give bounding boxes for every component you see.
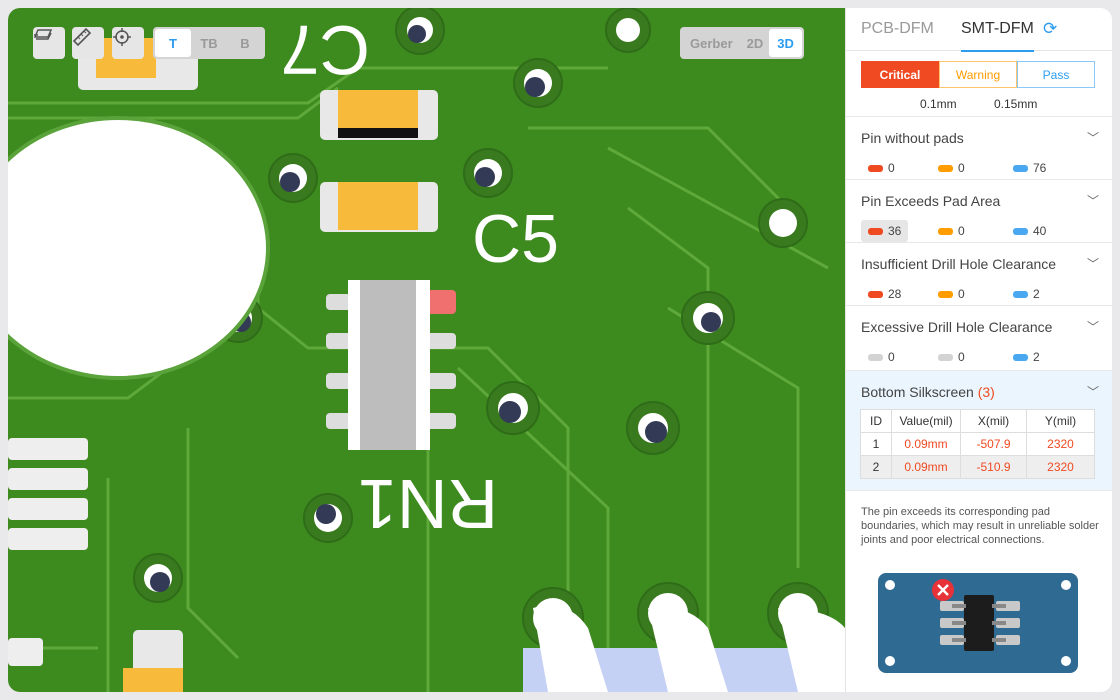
cell-value: 0.09mm: [891, 432, 961, 456]
critical-count: 28: [888, 287, 902, 301]
layers-button[interactable]: [33, 27, 65, 59]
view-3d[interactable]: 3D: [769, 29, 802, 57]
section-title: Pin Exceeds Pad Area: [861, 193, 1001, 209]
pass-filter[interactable]: Pass: [1017, 61, 1095, 88]
critical-count: 0: [888, 350, 895, 364]
dfm-panel: PCB-DFM SMT-DFM ⟳ Critical Warning Pass …: [845, 8, 1112, 692]
cell-id: 1: [860, 432, 892, 456]
section-title: Pin without pads: [861, 130, 964, 146]
critical-filter[interactable]: Critical: [861, 61, 939, 88]
chevron-down-icon[interactable]: ﹀: [1086, 194, 1099, 208]
issue-description: The pin exceeds its corresponding pad bo…: [861, 506, 1099, 546]
section-title: Insufficient Drill Hole Clearance: [861, 256, 1057, 272]
pcb-3d-view[interactable]: C7 C5 RN1 T TB B Gerber 2D 3D: [8, 8, 845, 692]
critical-count: 0: [888, 161, 895, 175]
section-excessive-drill-hole-clearance[interactable]: Excessive Drill Hole Clearance ﹀ 0 0 2: [846, 305, 1112, 370]
silk-label-c5: C5: [472, 201, 559, 277]
threshold-2: 0.15mm: [994, 97, 1038, 111]
cell-y: 2320: [1026, 432, 1095, 456]
cell-x: -510.9: [960, 455, 1027, 479]
locate-button[interactable]: [112, 27, 144, 59]
chevron-down-icon[interactable]: ﹀: [1086, 131, 1099, 145]
pcb-board: C7 C5 RN1: [8, 8, 845, 692]
locate-icon: [113, 28, 131, 46]
severity-legend: Critical Warning Pass: [861, 61, 1095, 88]
ruler-button[interactable]: [72, 27, 104, 59]
warning-count: 0: [958, 224, 965, 238]
layer-tb[interactable]: TB: [200, 35, 218, 51]
col-x: X(mil): [960, 409, 1027, 433]
pass-count: 40: [1033, 224, 1047, 238]
warning-filter[interactable]: Warning: [939, 61, 1017, 88]
view-2d[interactable]: 2D: [746, 35, 764, 51]
layer-b[interactable]: B: [240, 35, 250, 51]
chevron-down-icon[interactable]: ﹀: [1086, 385, 1099, 399]
cell-x: -507.9: [960, 432, 1027, 456]
warning-count: 0: [958, 161, 965, 175]
section-title: Excessive Drill Hole Clearance: [861, 319, 1053, 335]
tab-pcb-dfm[interactable]: PCB-DFM: [861, 20, 934, 37]
section-insufficient-drill-hole-clearance[interactable]: Insufficient Drill Hole Clearance ﹀ 28 0 2: [846, 242, 1112, 305]
chevron-down-icon[interactable]: ﹀: [1086, 257, 1099, 271]
issue-count: (3): [977, 384, 995, 400]
threshold-1: 0.1mm: [920, 97, 957, 111]
silk-label-c7: C7: [281, 11, 370, 89]
view-gerber[interactable]: Gerber: [690, 35, 733, 51]
col-y: Y(mil): [1026, 409, 1095, 433]
layer-switch: T TB B: [153, 27, 265, 59]
pass-count: 2: [1033, 350, 1040, 364]
app-window: C7 C5 RN1 T TB B Gerber 2D 3D PCB-DFM SM…: [8, 8, 1112, 692]
section-title: Bottom Silkscreen: [861, 384, 974, 400]
cell-value: 0.09mm: [891, 455, 961, 479]
pin-exceeds-pad-illustration: [878, 573, 1078, 673]
cell-y: 2320: [1026, 455, 1095, 479]
ruler-icon: [72, 27, 92, 47]
pass-count: 76: [1033, 161, 1047, 175]
view-switch: Gerber 2D 3D: [680, 27, 804, 59]
pass-count: 2: [1033, 287, 1040, 301]
critical-count[interactable]: 36: [888, 224, 902, 238]
warning-count: 0: [958, 350, 965, 364]
section-pin-without-pads[interactable]: Pin without pads ﹀ 0 0 76: [846, 116, 1112, 179]
col-id: ID: [860, 409, 892, 433]
col-value: Value(mil): [891, 409, 961, 433]
layer-t[interactable]: T: [155, 29, 191, 57]
layers-icon: [33, 29, 53, 40]
silk-label-rn1: RN1: [358, 465, 498, 543]
chevron-down-icon[interactable]: ﹀: [1086, 320, 1099, 334]
cell-id: 2: [860, 455, 892, 479]
warning-count: 0: [958, 287, 965, 301]
section-pin-exceeds-pad-area[interactable]: Pin Exceeds Pad Area ﹀ 36 0 40: [846, 179, 1112, 242]
tab-smt-dfm[interactable]: SMT-DFM: [961, 20, 1034, 52]
refresh-icon[interactable]: ⟳: [1043, 19, 1058, 38]
